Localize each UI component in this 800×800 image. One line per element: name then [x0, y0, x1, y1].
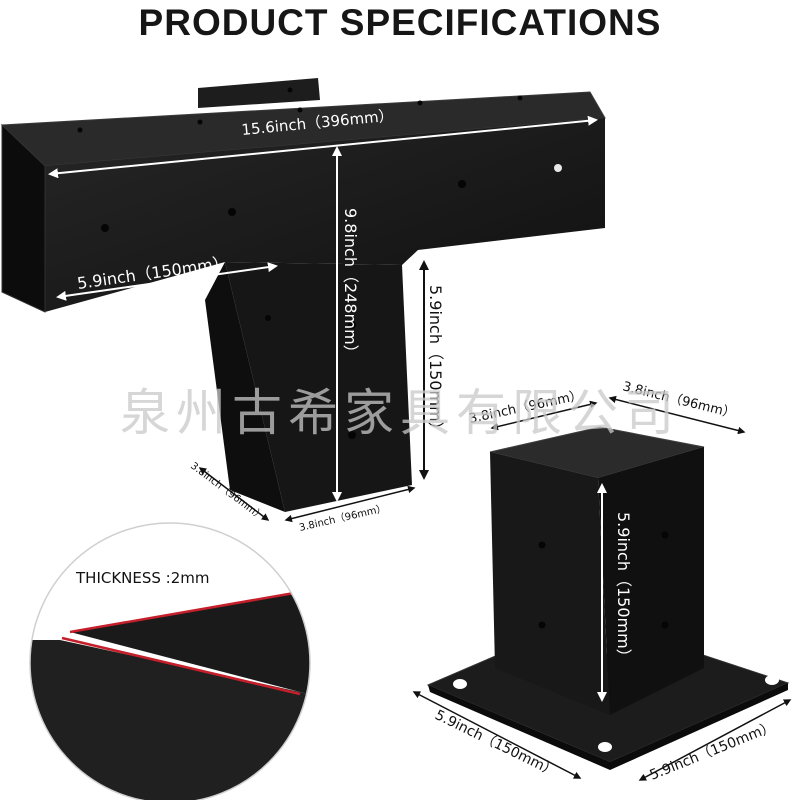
- post-sleeve-right: [598, 447, 704, 715]
- thickness-label: THICKNESS :2mm: [75, 569, 210, 587]
- post-sleeve-height-label: 5.9inch（150mm）: [614, 512, 633, 665]
- t-bracket-rear-arm: [198, 78, 320, 108]
- post-sleeve-holes: [538, 531, 669, 629]
- t-bracket: 15.6inch（396mm） 5.9inch（150mm） 9.8inch（2…: [0, 78, 606, 534]
- t-leg-width-label: 3.8inch（96mm）: [298, 502, 387, 534]
- t-bracket-open-end: [1, 123, 46, 313]
- t-bracket-leg-front: [225, 262, 412, 512]
- t-leg-height-label: 5.9inch（150mm）: [426, 285, 445, 438]
- page-title: PRODUCT SPECIFICATIONS: [138, 2, 662, 43]
- t-total-height-label: 9.8inch（248mm）: [341, 208, 360, 361]
- watermark: 泉州古希家具有限公司: [120, 384, 680, 442]
- t-bracket-leg-side: [205, 262, 285, 512]
- thickness-detail-frame: [29, 522, 311, 800]
- post-sleeve-left: [490, 452, 610, 715]
- thickness-detail: THICKNESS :2mm: [29, 522, 311, 800]
- post-base-plate-holes: [453, 675, 779, 752]
- t-bracket-holes: [77, 87, 562, 439]
